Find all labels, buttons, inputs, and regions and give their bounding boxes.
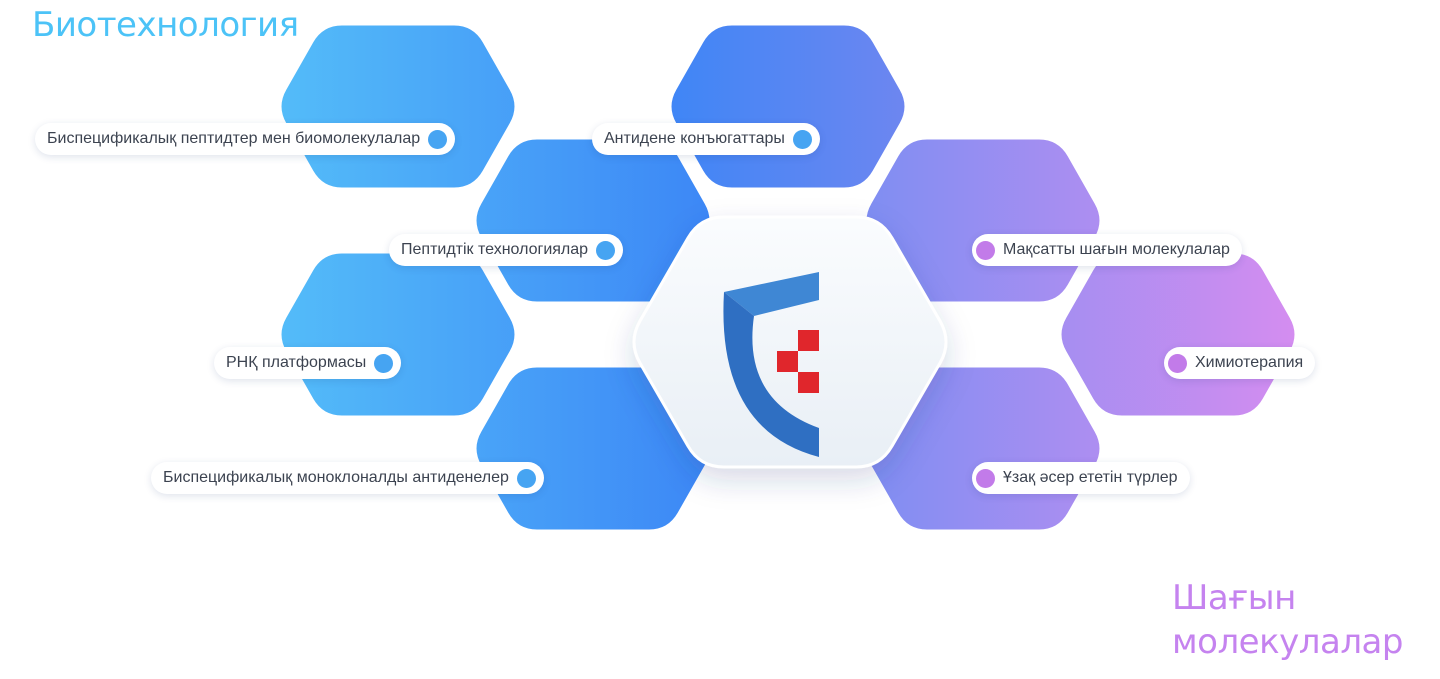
label-bispecific-peptides: Биспецификалық пептидтер мен биомолекула… xyxy=(35,123,456,155)
marker-dot-icon xyxy=(428,129,448,149)
biotechnology-title: Биотехнология xyxy=(32,5,299,45)
marker-dot-icon xyxy=(374,353,394,373)
label-text: Химиотерапия xyxy=(1195,354,1304,371)
marker-dot-icon xyxy=(1168,353,1187,373)
label-antibody-conjugates: Антидене конъюгаттары xyxy=(592,123,820,155)
label-text: Антидене конъюгаттары xyxy=(604,130,785,147)
center-hexagon xyxy=(632,215,948,469)
label-rna-platform: РНҚ платформасы xyxy=(214,347,402,379)
company-logo-icon xyxy=(723,272,819,457)
marker-dot-icon xyxy=(516,468,536,488)
hex-rna-platform xyxy=(278,250,518,419)
label-text: Мақсатты шағын молекулалар xyxy=(1003,241,1230,258)
label-text: РНҚ платформасы xyxy=(226,354,367,371)
small-molecules-title: Шағын молекулалар xyxy=(1172,576,1403,664)
label-text: Биспецификалық моноклоналды антиденелер xyxy=(163,469,509,486)
marker-dot-icon xyxy=(596,240,616,260)
hex-chemotherapy xyxy=(1058,250,1298,419)
small-molecules-title-line2: молекулалар xyxy=(1172,622,1403,662)
marker-dot-icon xyxy=(792,129,812,149)
label-text: Биспецификалық пептидтер мен биомолекула… xyxy=(47,130,421,147)
label-targeted-small-molecules: Мақсатты шағын молекулалар xyxy=(972,234,1242,266)
label-chemotherapy: Химиотерапия xyxy=(1164,347,1316,379)
marker-dot-icon xyxy=(976,468,995,488)
small-molecules-title-line1: Шағын xyxy=(1172,578,1296,618)
hex-antibody-conjugates xyxy=(668,22,908,191)
hex-bispecific-peptides xyxy=(278,22,518,191)
label-text: Пептидтік технологиялар xyxy=(401,241,589,258)
label-text: Ұзақ әсер ететін түрлер xyxy=(1003,469,1178,486)
label-bispecific-monoclonal: Биспецификалық моноклоналды антиденелер xyxy=(151,462,544,494)
label-long-acting: Ұзақ әсер ететін түрлер xyxy=(972,462,1190,494)
label-peptide-technologies: Пептидтік технологиялар xyxy=(389,234,624,266)
marker-dot-icon xyxy=(976,240,995,260)
